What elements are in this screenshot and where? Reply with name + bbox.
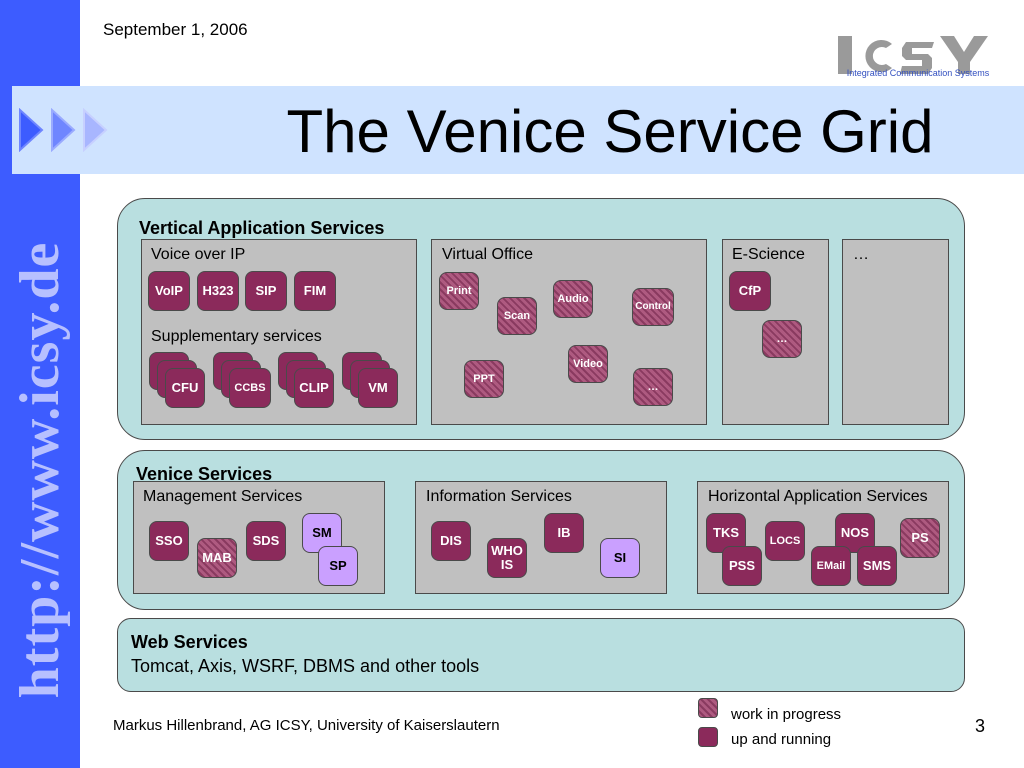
page-title: The Venice Service Grid [286, 98, 934, 165]
chip-sp: SP [318, 546, 358, 586]
more-box [842, 239, 949, 425]
chip-sds: SDS [246, 521, 286, 561]
chip-locs: LOCS [765, 521, 805, 561]
supplementary-label: Supplementary services [151, 328, 322, 345]
chip-ib: IB [544, 513, 584, 553]
chip-sso: SSO [149, 521, 189, 561]
chip-escience-more: … [762, 320, 802, 358]
chip-ps: PS [900, 518, 940, 558]
legend-running-label: up and running [731, 731, 832, 748]
chip-sms: SMS [857, 546, 897, 586]
chip-ccbs: CCBS [229, 368, 271, 408]
chip-cfp: CfP [729, 271, 771, 311]
chip-h323: H323 [197, 271, 239, 311]
title-band [12, 86, 1024, 174]
chip-pss: PSS [722, 546, 762, 586]
chip-vm: VM [358, 368, 398, 408]
sidebar-url-text: http://www.icsy.de [9, 241, 71, 699]
chip-mab: MAB [197, 538, 237, 578]
web-services-text: Tomcat, Axis, WSRF, DBMS and other tools [131, 656, 480, 676]
legend-wip-swatch [698, 698, 718, 718]
chip-office-more: … [633, 368, 673, 406]
logo-subtitle: Integrated Communication Systems [846, 68, 990, 78]
chip-print: Print [439, 272, 479, 310]
chip-fim: FIM [294, 271, 336, 311]
venice-services-heading: Venice Services [136, 464, 273, 484]
icsy-logo [838, 36, 988, 74]
chip-ppt: PPT [464, 360, 504, 398]
chevron-arrows-icon [19, 108, 108, 152]
chip-audio: Audio [553, 280, 593, 318]
vertical-services-heading: Vertical Application Services [139, 218, 385, 238]
chip-whois: WHO IS [487, 538, 527, 578]
chip-si: SI [600, 538, 640, 578]
information-label: Information Services [426, 488, 572, 505]
web-services-heading: Web Services [131, 632, 248, 652]
chip-scan: Scan [497, 297, 537, 335]
chip-voip: VoIP [148, 271, 190, 311]
escience-label: E-Science [732, 246, 805, 263]
web-services-panel [117, 618, 965, 692]
chip-video: Video [568, 345, 608, 383]
chip-email: EMail [811, 546, 851, 586]
page-number: 3 [975, 716, 986, 736]
footer-author: Markus Hillenbrand, AG ICSY, University … [113, 717, 500, 734]
chip-dis: DIS [431, 521, 471, 561]
voip-label: Voice over IP [151, 246, 246, 263]
management-label: Management Services [143, 488, 303, 505]
legend-wip-label: work in progress [731, 706, 842, 723]
chip-sip: SIP [245, 271, 287, 311]
chip-control: Control [632, 288, 674, 326]
virtual-office-label: Virtual Office [442, 246, 534, 263]
more-label: … [853, 246, 869, 263]
chip-cfu: CFU [165, 368, 205, 408]
horizontal-label: Horizontal Application Services [708, 488, 928, 505]
legend-running-swatch [698, 727, 718, 747]
chip-clip: CLIP [294, 368, 334, 408]
slide-date: September 1, 2006 [103, 20, 248, 39]
